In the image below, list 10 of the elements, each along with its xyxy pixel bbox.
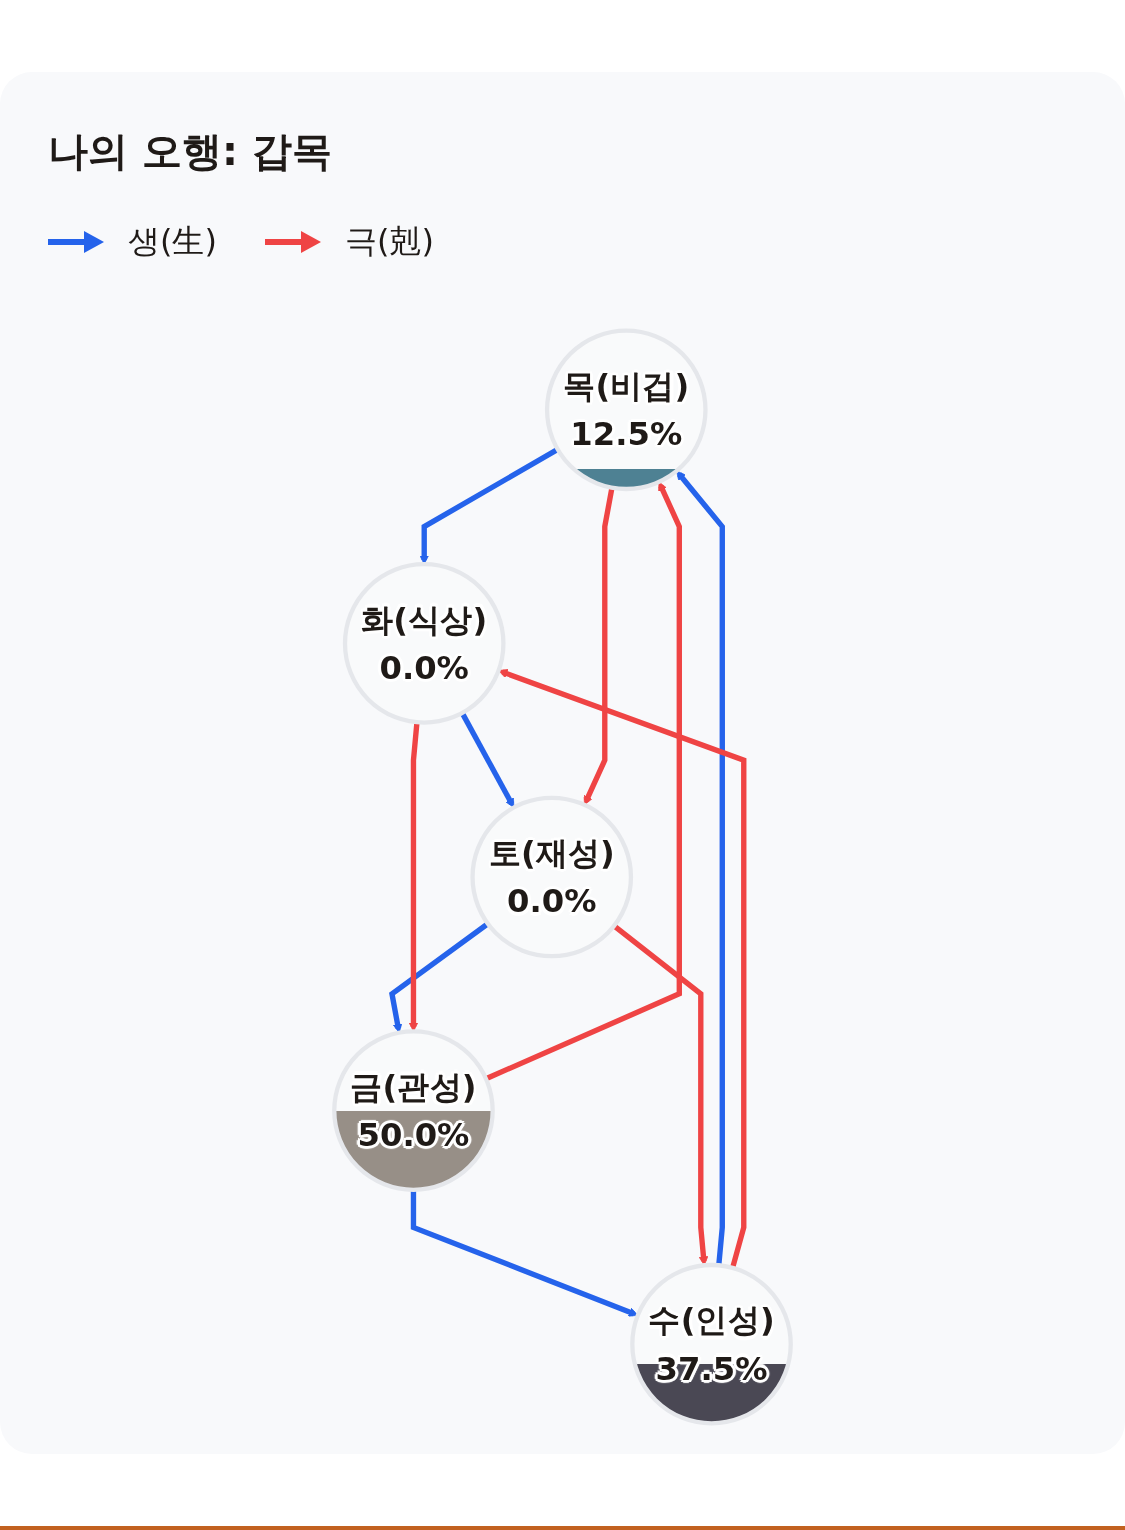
arrow <box>498 669 747 1269</box>
node-circle <box>332 1029 495 1192</box>
legend-label: 극(剋) <box>344 221 434 262</box>
arrow <box>459 711 515 808</box>
node-circle <box>544 328 708 492</box>
legend-label: 생(生) <box>128 221 217 262</box>
node-circle <box>630 1262 793 1426</box>
node-circle <box>342 562 506 725</box>
diagram-title: 나의 오행: 갑목 <box>48 127 332 176</box>
node-circle <box>470 795 634 959</box>
